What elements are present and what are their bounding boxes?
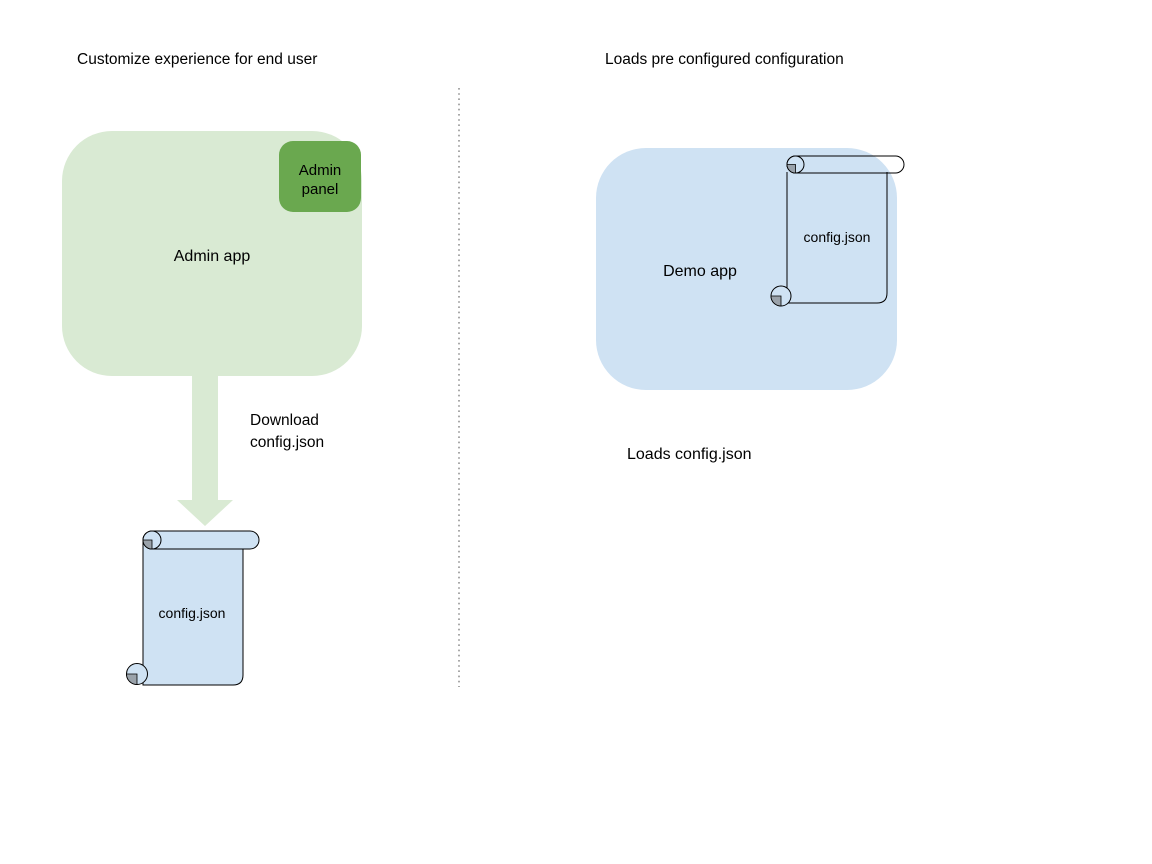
admin-app-label: Admin app xyxy=(174,248,251,265)
scroll-roll-end-shade xyxy=(142,539,153,550)
scroll-bottom-curl-shade xyxy=(770,295,782,307)
config-scroll-right: config.json xyxy=(770,155,905,307)
scroll-bottom-curl-shade xyxy=(126,673,138,685)
admin-panel-label-line2: panel xyxy=(302,181,339,198)
demo-app-box xyxy=(596,148,897,390)
config-scroll-left: config.json xyxy=(126,530,260,686)
scroll-roll-end-shade xyxy=(786,164,796,174)
config-file-label-left: config.json xyxy=(159,605,226,621)
download-label-line2: config.json xyxy=(250,434,324,451)
download-arrow-icon xyxy=(177,376,233,526)
config-file-label-right: config.json xyxy=(804,229,871,245)
demo-app-label: Demo app xyxy=(663,263,737,280)
admin-panel-label-line1: Admin xyxy=(299,162,342,179)
download-label-line1: Download xyxy=(250,412,319,429)
loads-config-caption: Loads config.json xyxy=(627,446,752,463)
scroll-body xyxy=(786,172,888,304)
left-section-title: Customize experience for end user xyxy=(77,51,317,68)
admin-panel-box xyxy=(279,141,361,212)
scroll-body xyxy=(142,539,244,686)
right-section-title: Loads pre configured configuration xyxy=(605,51,844,68)
